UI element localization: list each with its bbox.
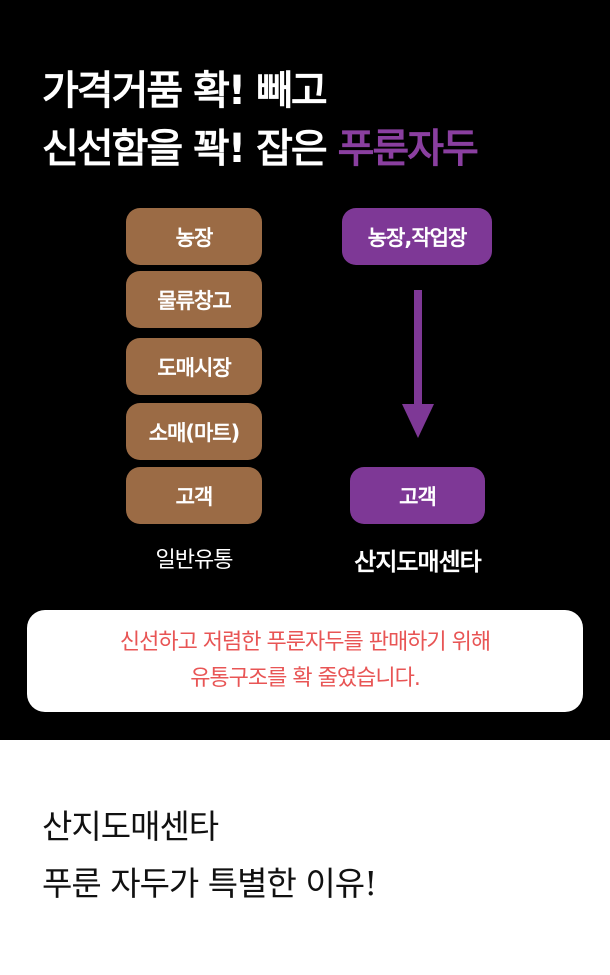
general-label: 일반유통 (155, 548, 234, 573)
general-step-customer: 고객 (126, 467, 262, 524)
arrow-down-icon (402, 290, 434, 438)
headline-accent: 푸룬자두 (337, 126, 479, 172)
notice-line-1: 신선하고 저렴한 푸룬자두를 판매하기 위해 (119, 630, 491, 655)
general-step-wholesale: 도매시장 (126, 338, 262, 395)
notice-box: 신선하고 저렴한 푸룬자두를 판매하기 위해 유통구조를 확 줄였습니다. (27, 610, 583, 712)
general-step-warehouse: 물류창고 (126, 271, 262, 328)
footer-line-2: 푸룬 자두가 특별한 이유! (42, 864, 377, 903)
direct-label: 산지도매센타 (354, 548, 481, 576)
footer-line-1: 산지도매센타 (42, 807, 219, 846)
general-step-retail: 소매(마트) (126, 403, 262, 460)
notice-line-2: 유통구조를 확 줄였습니다. (190, 666, 421, 691)
headline-line-2: 신선함을 꽉! 잡은 푸룬자두 (42, 116, 479, 174)
headline-line-1: 가격거품 확! 빼고 (42, 68, 328, 114)
headline-prefix: 신선함을 꽉! 잡은 (42, 126, 338, 172)
direct-step-customer: 고객 (350, 467, 485, 524)
general-step-farm: 농장 (126, 208, 262, 265)
direct-step-farm: 농장,작업장 (342, 208, 492, 265)
